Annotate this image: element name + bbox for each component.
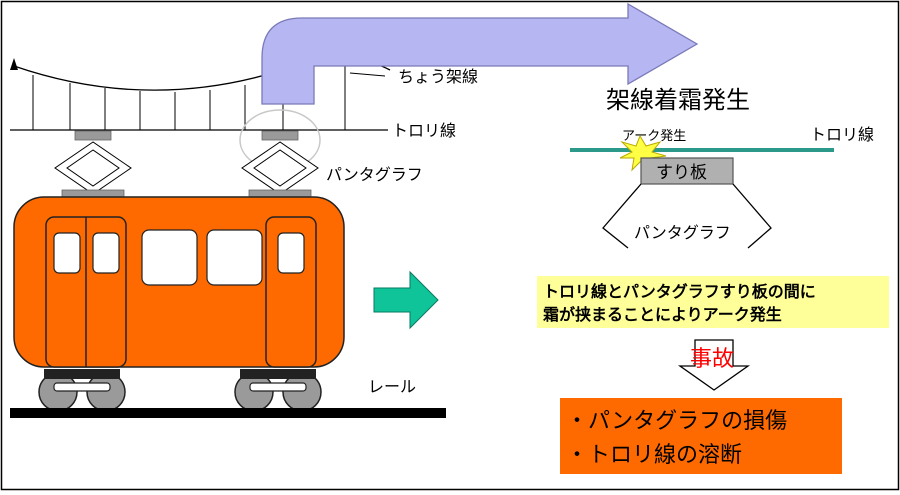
trolley-wire-right (570, 148, 834, 152)
pantograph-left-2 (241, 130, 319, 200)
frost-title: 架線着霜発生 (606, 86, 750, 114)
pantograph-left-1 (54, 130, 132, 200)
trolley-wire-label-right: トロリ線 (810, 125, 874, 144)
accident-item-1: ・パンタグラフの損傷 (566, 409, 787, 434)
transition-arrow (373, 270, 439, 330)
bogie-left (38, 369, 126, 412)
car-window-1 (141, 229, 198, 286)
bogie-right (234, 369, 322, 412)
explanation-line-1: トロリ線とパンタグラフすり板の間に (543, 282, 816, 301)
contact-strip-label: すり板 (656, 163, 707, 183)
contact-strip (640, 157, 734, 185)
pantograph-frame-right (602, 183, 642, 249)
explanation-box (537, 276, 889, 328)
door-window-2 (92, 232, 120, 274)
catenary-support-left (10, 58, 18, 70)
accident-item-2: ・トロリ線の溶断 (566, 443, 742, 468)
door-window-1 (53, 232, 81, 274)
catenary-wire-label: ちょう架線 (398, 67, 478, 86)
explanation-line-2: 霜が挟まることによりアーク発生 (542, 305, 782, 324)
accident-down-arrow (677, 339, 751, 391)
accident-box (560, 398, 842, 474)
callout-arrow (261, 2, 699, 105)
pantograph-label-left: パンタグラフ (326, 165, 423, 184)
car-window-2 (206, 229, 263, 286)
arc-label: アーク発生 (622, 129, 686, 144)
rail-label: レール (368, 377, 416, 396)
rail (10, 408, 446, 418)
train-car (13, 196, 345, 368)
pantograph-label-right: パンタグラフ (634, 223, 731, 242)
pantograph-frame-right-2 (732, 183, 772, 249)
catenary-label-leader (349, 72, 386, 77)
door-window-3 (277, 232, 305, 274)
trolley-wire-label-left: トロリ線 (392, 121, 456, 140)
accident-label: 事故 (690, 347, 734, 372)
